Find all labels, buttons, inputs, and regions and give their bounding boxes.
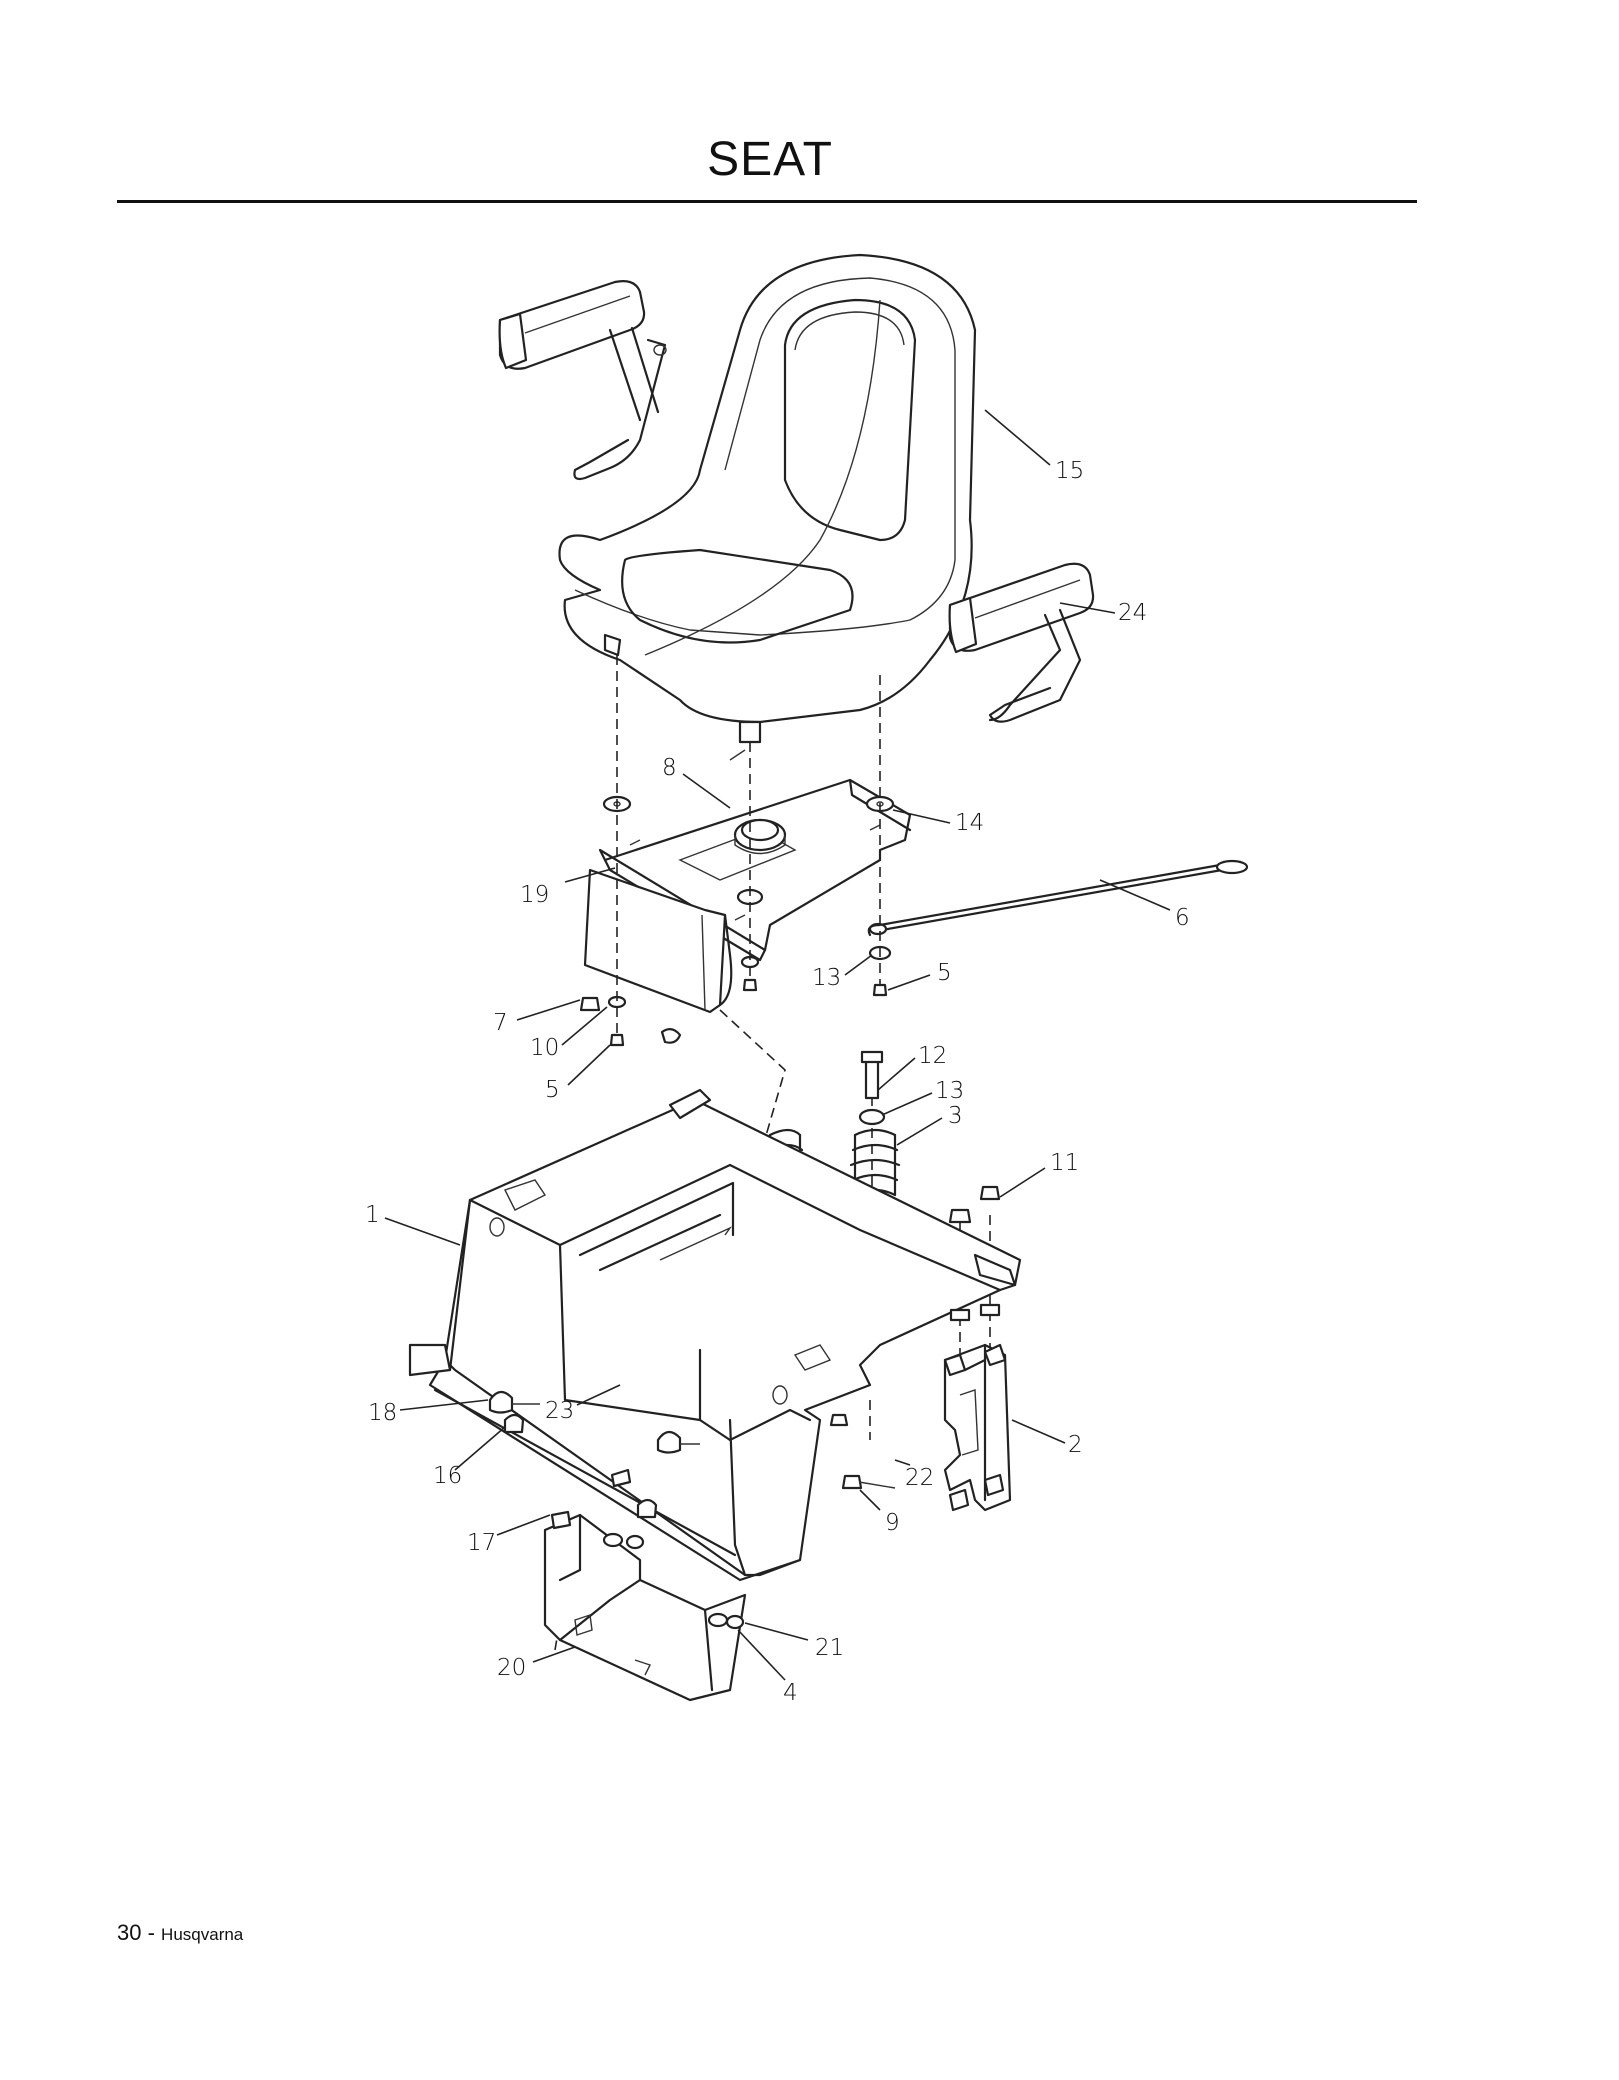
callout-23: 23 <box>545 1398 574 1424</box>
page-title: SEAT <box>707 133 833 186</box>
bumpers <box>488 1390 896 1519</box>
bracket-bolts <box>948 1185 1001 1322</box>
seat-frame <box>408 1088 1022 1582</box>
callout-24: 24 <box>1118 600 1147 626</box>
callout-15: 15 <box>1055 458 1084 484</box>
right-armrest <box>948 562 1095 723</box>
callout-19: 19 <box>520 882 549 908</box>
seat-shell <box>558 253 977 744</box>
callout-numbers: 15 24 8 14 19 6 13 5 7 10 5 12 13 3 11 1… <box>365 458 1190 1706</box>
callout-22: 22 <box>905 1465 934 1491</box>
callout-16: 16 <box>433 1463 462 1489</box>
seat-switch-cable <box>867 859 1249 937</box>
leader-lines <box>384 409 1171 1681</box>
seat-plate <box>583 749 912 1014</box>
callout-21: 21 <box>815 1635 844 1661</box>
callout-10: 10 <box>530 1035 559 1061</box>
seat-springs <box>764 1050 901 1197</box>
callout-13: 13 <box>935 1078 964 1104</box>
lower-bracket <box>543 1510 747 1702</box>
callout-1: 1 <box>365 1202 380 1228</box>
callout-9: 9 <box>885 1510 900 1536</box>
page-footer: 30 - Husqvarna <box>117 1920 243 1946</box>
callout-2: 2 <box>1068 1432 1083 1458</box>
callout-20: 20 <box>497 1655 526 1681</box>
page-number: 30 <box>117 1920 142 1945</box>
title-divider <box>117 200 1417 203</box>
left-armrest <box>498 280 667 481</box>
side-bracket <box>943 1343 1012 1512</box>
callout-13: 13 <box>812 965 841 991</box>
footer-separator: - <box>141 1920 162 1945</box>
callout-4: 4 <box>783 1680 798 1706</box>
callout-14: 14 <box>955 810 984 836</box>
callout-18: 18 <box>368 1400 397 1426</box>
brand-name: Husqvarna <box>161 1925 244 1944</box>
callout-17: 17 <box>467 1530 496 1556</box>
callout-12: 12 <box>918 1043 947 1069</box>
callout-7: 7 <box>493 1010 508 1036</box>
callout-11: 11 <box>1050 1150 1079 1176</box>
callout-8: 8 <box>662 755 677 781</box>
callout-5: 5 <box>937 960 952 986</box>
callout-3: 3 <box>948 1103 963 1129</box>
callout-6: 6 <box>1175 905 1190 931</box>
callout-5: 5 <box>545 1077 560 1103</box>
